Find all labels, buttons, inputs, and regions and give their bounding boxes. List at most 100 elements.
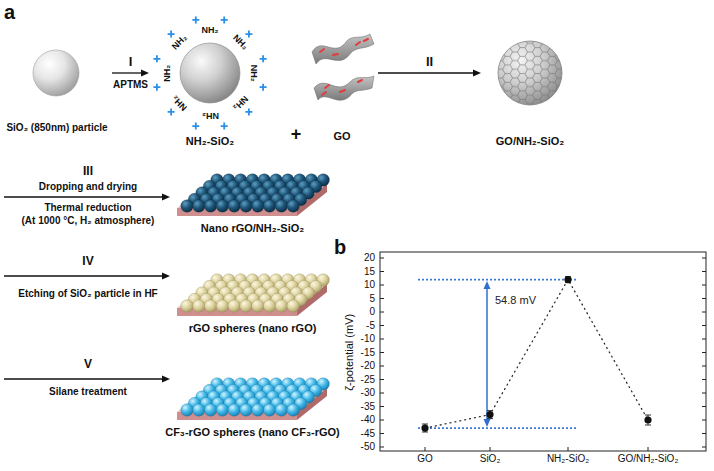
tick-label: 10 xyxy=(364,279,375,291)
step-numeral: V xyxy=(84,358,92,372)
picture-node: rGO spheres (nano rGO) xyxy=(175,258,330,335)
difference-arrow xyxy=(486,288,488,420)
sphere-array xyxy=(181,378,330,416)
sphere-array xyxy=(181,274,330,312)
tick-label: 15 xyxy=(364,266,375,278)
node-caption: rGO spheres (nano rGO) xyxy=(175,322,330,335)
panel-letter: a xyxy=(4,1,15,24)
step-arrow xyxy=(4,196,163,197)
category-label: GO/NH₂-SiO₂ xyxy=(618,453,679,465)
tick-label: -30 xyxy=(361,387,375,399)
amine-group: NH₂ xyxy=(202,25,219,35)
node-caption: NH₂-SiO₂ xyxy=(150,135,270,148)
tick-label: 0 xyxy=(369,306,375,318)
sphere-array xyxy=(181,174,330,212)
tick-label: 5 xyxy=(369,293,375,305)
data-point xyxy=(564,276,571,283)
step-arrow xyxy=(4,378,163,379)
charge-symbol xyxy=(153,55,160,62)
substrate-array xyxy=(177,378,329,420)
category-label: SiO₂ xyxy=(480,453,501,465)
tick-label: -35 xyxy=(361,401,375,413)
substrate-array xyxy=(177,174,329,216)
amine-group: NH₂ xyxy=(202,111,219,121)
charge-symbol xyxy=(153,84,160,91)
step-arrows xyxy=(4,194,170,383)
tick-label: -25 xyxy=(361,374,375,386)
sphere-outline xyxy=(498,41,562,105)
charge-symbol xyxy=(245,108,252,115)
amine-silica-sphere xyxy=(180,43,240,103)
silica-sphere xyxy=(33,50,79,96)
reference-line xyxy=(418,279,578,281)
reference-line xyxy=(418,427,578,429)
picture-node: Nano rGO/NH₂-SiO₂ xyxy=(175,158,330,235)
charge-symbol xyxy=(192,16,199,23)
step-note: Etching of SiO₂ particle in HF xyxy=(13,288,163,300)
wrapped-sphere xyxy=(498,41,562,105)
category-label: NH₂-SiO₂ xyxy=(547,453,589,465)
category-label: GO xyxy=(417,453,433,465)
charge-symbol xyxy=(260,84,267,91)
node-caption: GO xyxy=(307,130,377,143)
picture-node: GO/NH₂-SiO₂ xyxy=(482,33,578,148)
step-numeral: IV xyxy=(82,255,93,269)
go-sheet xyxy=(312,34,374,64)
step-numeral: II xyxy=(426,55,433,70)
step-numeral: III xyxy=(83,165,93,179)
charge-symbol xyxy=(221,16,228,23)
step-numeral: I xyxy=(129,55,133,70)
negative-charges xyxy=(320,39,368,95)
node-caption: GO/NH₂-SiO₂ xyxy=(482,135,578,148)
charge-symbol xyxy=(192,123,199,130)
axis-title: ζ-potential (mV) xyxy=(343,314,356,391)
arrow-head xyxy=(484,419,491,427)
amine-group: NH₂ xyxy=(170,33,189,52)
arrow-line xyxy=(112,72,143,73)
picture-node: CF₃-rGO spheres (nano CF₃-rGO) xyxy=(162,362,343,439)
trend-line xyxy=(425,280,648,429)
node-caption: CF₃-rGO spheres (nano CF₃-rGO) xyxy=(162,426,343,439)
reaction-arrow xyxy=(378,70,481,77)
panel-letter: b xyxy=(334,236,346,259)
tick-label: 20 xyxy=(364,252,375,264)
amine-group: NH₂ xyxy=(248,65,258,82)
charge-symbol xyxy=(168,108,175,115)
charge-symbol xyxy=(260,55,267,62)
step-note: Thermal reduction xyxy=(44,202,131,214)
arrow-line xyxy=(378,72,475,73)
axis-ticks xyxy=(380,258,706,451)
tick-label: -45 xyxy=(361,428,375,440)
substrate-array xyxy=(177,274,329,316)
plot-frame xyxy=(380,252,706,451)
charge-symbol xyxy=(221,123,228,130)
arrow-head xyxy=(162,194,170,201)
arrow-head xyxy=(162,273,170,280)
error-bars xyxy=(422,277,651,432)
node-caption: SiO₂ (850nm) particle xyxy=(3,121,111,134)
step-note: (At 1000 °C, H₂ atmosphere) xyxy=(22,215,155,227)
charge-symbol xyxy=(245,31,252,38)
node-caption: Nano rGO/NH₂-SiO₂ xyxy=(175,222,330,235)
tick-label: -20 xyxy=(361,360,375,372)
data-point xyxy=(486,411,493,418)
arrow-head xyxy=(473,70,481,77)
data-point xyxy=(644,416,651,423)
plus-sign: + xyxy=(291,124,302,145)
arrow-head xyxy=(141,70,149,77)
data-point xyxy=(421,425,428,432)
picture-node: GO xyxy=(307,38,377,143)
reagent-label: APTMS xyxy=(113,79,148,91)
tick-label: -10 xyxy=(361,333,375,345)
amine-group: NH₂ xyxy=(231,33,250,52)
tick-label: -15 xyxy=(361,347,375,359)
step-arrow xyxy=(4,275,163,276)
graphene-oxide-sheets xyxy=(312,34,374,100)
difference-label: 54.8 mV xyxy=(495,294,536,307)
amine-group: NH₂ xyxy=(231,94,250,113)
reaction-arrow xyxy=(112,70,149,77)
charge-symbol xyxy=(168,31,175,38)
go-sheet xyxy=(314,76,374,100)
